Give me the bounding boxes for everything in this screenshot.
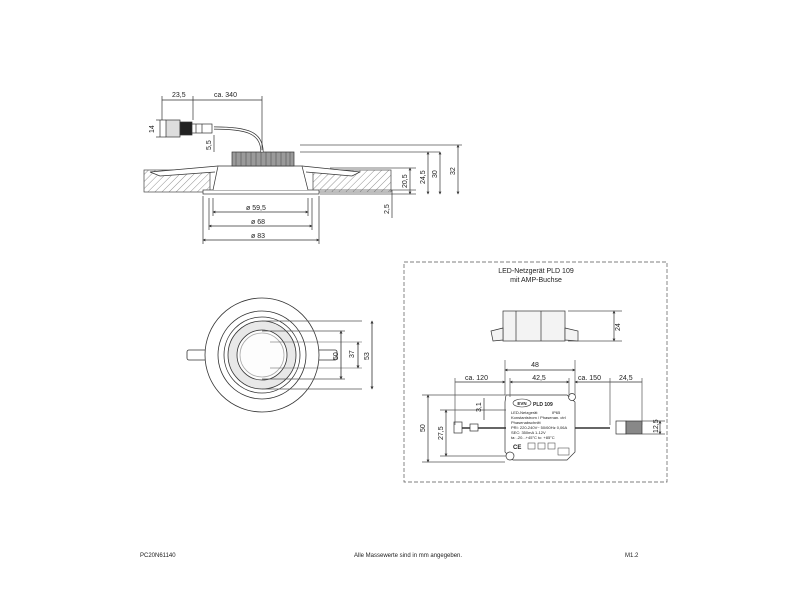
psu-label-line1: LED-Netzgerät — [511, 410, 538, 415]
side-view — [143, 96, 462, 244]
psu-label-line6: ta: -20...+45°C tc: +85°C — [511, 435, 555, 440]
psu-side-view — [490, 310, 622, 342]
dim-2-5: 2,5 — [384, 204, 391, 214]
top-view — [186, 297, 374, 413]
cable — [213, 126, 264, 153]
psu-dim-24: 24 — [615, 323, 622, 331]
psu-frame — [403, 261, 668, 483]
lamp-flange — [202, 189, 320, 195]
footer-page: M1.2 — [625, 553, 639, 559]
psu-dim-50: 50 — [420, 424, 427, 432]
psu-top-labels: 48 42,5 ca. 120 ca. 150 24,5 3,1 50 27,5… — [420, 362, 660, 456]
psu-body-side — [502, 310, 566, 342]
dim-50: 50 — [333, 352, 340, 360]
psu-dim-ca-150: ca. 150 — [578, 375, 601, 382]
ceiling-right — [312, 169, 392, 193]
spring-right — [301, 165, 362, 177]
psu-label-ip: IP65 — [552, 410, 561, 415]
psu-subtitle: mit AMP-Buchse — [510, 277, 562, 284]
dim-32: 32 — [450, 167, 457, 175]
dim-24-5: 24,5 — [420, 170, 427, 184]
dim-dia-68: ø 68 — [251, 219, 265, 226]
clip-left — [186, 349, 208, 361]
dim-14: 14 — [149, 125, 156, 133]
spring-left — [149, 165, 219, 177]
ring-3 — [223, 316, 301, 394]
ce-mark: CE — [513, 445, 521, 451]
amp-connector — [165, 119, 181, 138]
psu-label-model: PLD 109 — [533, 402, 553, 408]
psu-dim-24-5: 24,5 — [619, 375, 633, 382]
side-view-labels: 23,5 ca. 340 14 5,5 20,5 24,5 30 32 2,5 … — [149, 92, 457, 240]
footer-note: Alle Massewerte sind in mm angegeben. — [354, 553, 463, 559]
dim-dia-59-5: ø 59,5 — [246, 205, 266, 212]
psu-dim-42-5: 42,5 — [532, 375, 546, 382]
lamp-body — [212, 165, 309, 191]
dim-30: 30 — [432, 170, 439, 178]
psu-title: LED-Netzgerät PLD 109 — [498, 268, 574, 275]
dim-53: 53 — [364, 352, 371, 360]
footer-doc-id: PC20N61140 — [140, 553, 176, 559]
connector-right — [615, 420, 627, 435]
dim-5-5: 5,5 — [206, 140, 213, 150]
psu-dim-27-5: 27,5 — [438, 426, 445, 440]
dim-20-5: 20,5 — [402, 174, 409, 188]
top-view-labels: 37 50 53 — [333, 350, 371, 360]
psu-dim-48: 48 — [531, 362, 539, 369]
dim-dia-83: ø 83 — [251, 233, 265, 240]
connector-left — [469, 423, 479, 432]
psu-label-line3: Phasenabschnitt — [511, 420, 541, 425]
brand-logo — [512, 398, 532, 408]
psu-label-line2: Konstantstrom / Phasenan. ctrl — [511, 415, 566, 420]
psu-label-line4: PRI: 220-240V~ 50/60Hz 0,06A — [511, 425, 567, 430]
heatsink — [231, 151, 295, 167]
psu-dim-ca-120: ca. 120 — [465, 375, 488, 382]
brand-logo-text: EVN — [517, 401, 526, 406]
psu-dim-12-5: 12,5 — [653, 419, 660, 433]
dim-ca-340: ca. 340 — [214, 92, 237, 99]
dim-37: 37 — [349, 350, 356, 358]
psu-dim-3-1: 3,1 — [476, 402, 483, 412]
psu-label-line5: SEC: 350mA 1-12V — [511, 430, 546, 435]
lens — [236, 329, 288, 381]
psu-top-view — [422, 360, 665, 463]
dim-23-5: 23,5 — [172, 92, 186, 99]
